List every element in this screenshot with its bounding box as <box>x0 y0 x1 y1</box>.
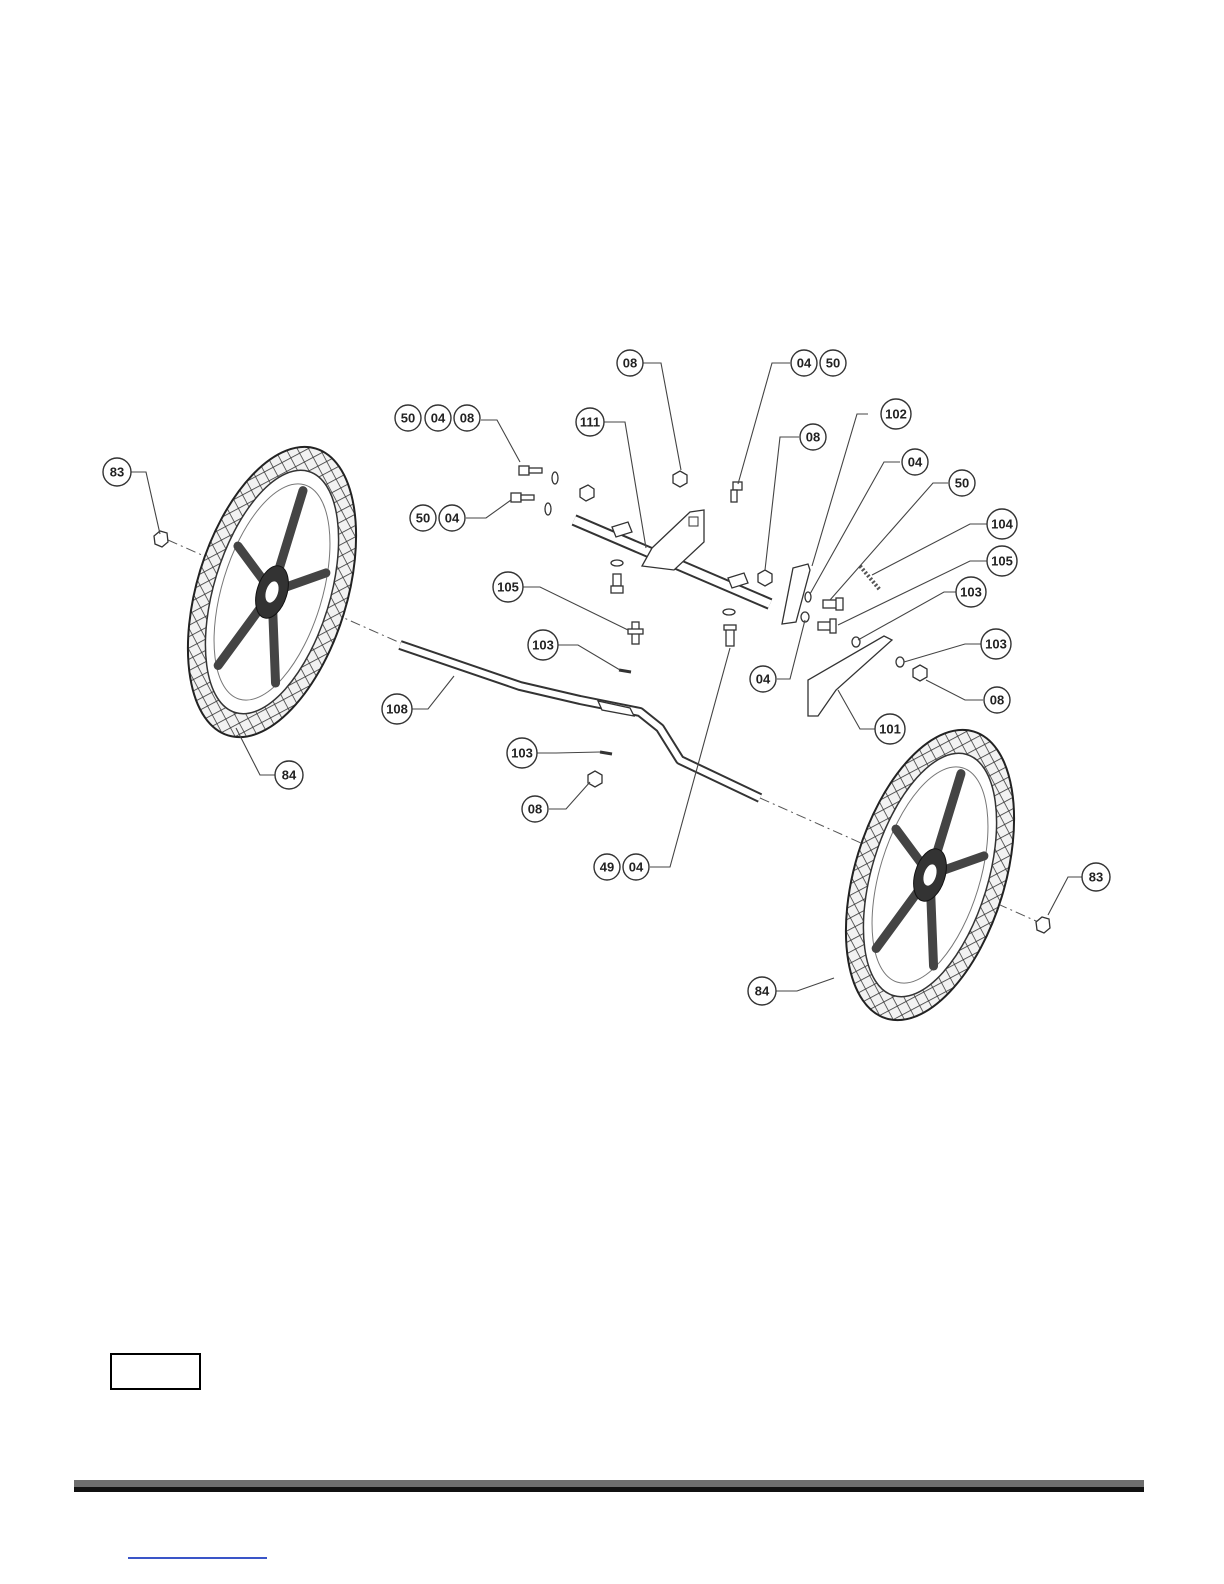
callout-label: 84 <box>755 984 770 999</box>
callout-label: 50 <box>416 511 430 526</box>
nut-08-right <box>758 570 772 586</box>
nut-upper-left <box>580 485 594 501</box>
callout-08-top: 08 <box>617 350 643 376</box>
washer-mid-left <box>545 503 551 515</box>
callout-label: 04 <box>445 511 460 526</box>
callout-label: 103 <box>985 637 1007 652</box>
callout-08-right: 08 <box>800 424 826 450</box>
clip-103-center <box>619 670 631 672</box>
callout-04-bottom: 04 <box>623 854 649 880</box>
callout-08-lower: 08 <box>522 796 548 822</box>
callout-84-left: 84 <box>275 761 303 789</box>
left-wheel-nut <box>154 531 168 547</box>
tube-clip-right <box>728 573 748 588</box>
callout-label: 83 <box>110 465 124 480</box>
washer-upper-left <box>552 472 558 484</box>
callout-label: 104 <box>991 517 1013 532</box>
callout-102: 102 <box>881 399 911 429</box>
callout-50-upper-left: 50 <box>395 405 421 431</box>
callout-08-upper-left: 08 <box>454 405 480 431</box>
callout-103-right: 103 <box>956 577 986 607</box>
bolt-49-center <box>724 625 736 646</box>
callout-label: 49 <box>600 860 614 875</box>
nut-top-center <box>673 471 687 487</box>
bolt-under-tube <box>611 574 623 593</box>
empty-label-box <box>110 1353 201 1390</box>
clip-103-far-right <box>896 657 904 667</box>
callout-49: 49 <box>594 854 620 880</box>
callout-08-far-right: 08 <box>984 687 1010 713</box>
callout-04-lower-right: 04 <box>750 666 776 692</box>
footer-rule-dark <box>74 1487 1144 1492</box>
right-wheel-nut <box>1036 917 1050 933</box>
washer-under-tube-right <box>723 609 735 615</box>
callout-label: 08 <box>460 411 474 426</box>
callout-label: 50 <box>401 411 415 426</box>
callout-84-right: 84 <box>748 977 776 1005</box>
callout-label: 50 <box>826 356 840 371</box>
clip-103-right <box>852 637 860 647</box>
callout-108: 108 <box>382 694 412 724</box>
callout-103-far-right: 103 <box>981 629 1011 659</box>
clip-103-lower <box>600 752 612 754</box>
callout-105-right: 105 <box>987 546 1017 576</box>
footer-link-underline[interactable] <box>128 1557 267 1559</box>
callout-label: 101 <box>879 722 901 737</box>
callout-label: 105 <box>497 580 519 595</box>
callout-104: 104 <box>987 509 1017 539</box>
callout-label: 103 <box>532 638 554 653</box>
callout-label: 08 <box>806 430 820 445</box>
callout-50-top-right: 50 <box>820 350 846 376</box>
callout-label: 83 <box>1089 870 1103 885</box>
bolt-50-right <box>823 598 843 610</box>
washer-under-tube <box>611 560 623 566</box>
callout-label: 108 <box>386 702 408 717</box>
callout-50-mid-left: 50 <box>410 505 436 531</box>
left-wheel <box>156 427 387 758</box>
pin-105-right <box>818 619 836 633</box>
lever-101 <box>808 636 892 716</box>
callout-label: 04 <box>756 672 771 687</box>
callout-label: 04 <box>797 356 812 371</box>
footer-rule-light <box>74 1480 1144 1487</box>
hardware-bolt-upper-left <box>519 466 542 475</box>
callout-111: 111 <box>576 408 604 436</box>
callout-label: 04 <box>908 455 923 470</box>
callout-105-center: 105 <box>493 572 523 602</box>
callout-label: 111 <box>580 415 600 430</box>
callout-103-lower: 103 <box>507 738 537 768</box>
callout-04-top-right: 04 <box>791 350 817 376</box>
callout-label: 08 <box>990 693 1004 708</box>
callout-label: 84 <box>282 768 297 783</box>
callout-04-mid-left: 04 <box>439 505 465 531</box>
callout-label: 105 <box>991 554 1013 569</box>
bolt-top-right <box>731 482 742 502</box>
nut-08-far-right <box>913 665 927 681</box>
callout-101: 101 <box>875 714 905 744</box>
callout-83-left: 83 <box>103 458 131 486</box>
callout-04-upper-left: 04 <box>425 405 451 431</box>
callout-83-right: 83 <box>1082 863 1110 891</box>
callout-label: 50 <box>955 476 969 491</box>
callout-label: 04 <box>629 860 644 875</box>
callout-label: 08 <box>528 802 542 817</box>
tube-clip-left <box>612 522 632 537</box>
callout-103-center: 103 <box>528 630 558 660</box>
callout-label: 08 <box>623 356 637 371</box>
nut-08-lower <box>588 771 602 787</box>
spring-104 <box>860 566 880 590</box>
callout-50-right: 50 <box>949 470 975 496</box>
hardware-bolt-mid-left <box>511 493 534 502</box>
pin-105-center <box>628 622 643 644</box>
callout-label: 103 <box>511 746 533 761</box>
right-wheel <box>814 710 1045 1041</box>
callout-label: 04 <box>431 411 446 426</box>
callout-04-right: 04 <box>902 449 928 475</box>
callout-label: 102 <box>885 407 907 422</box>
callout-label: 103 <box>960 585 982 600</box>
